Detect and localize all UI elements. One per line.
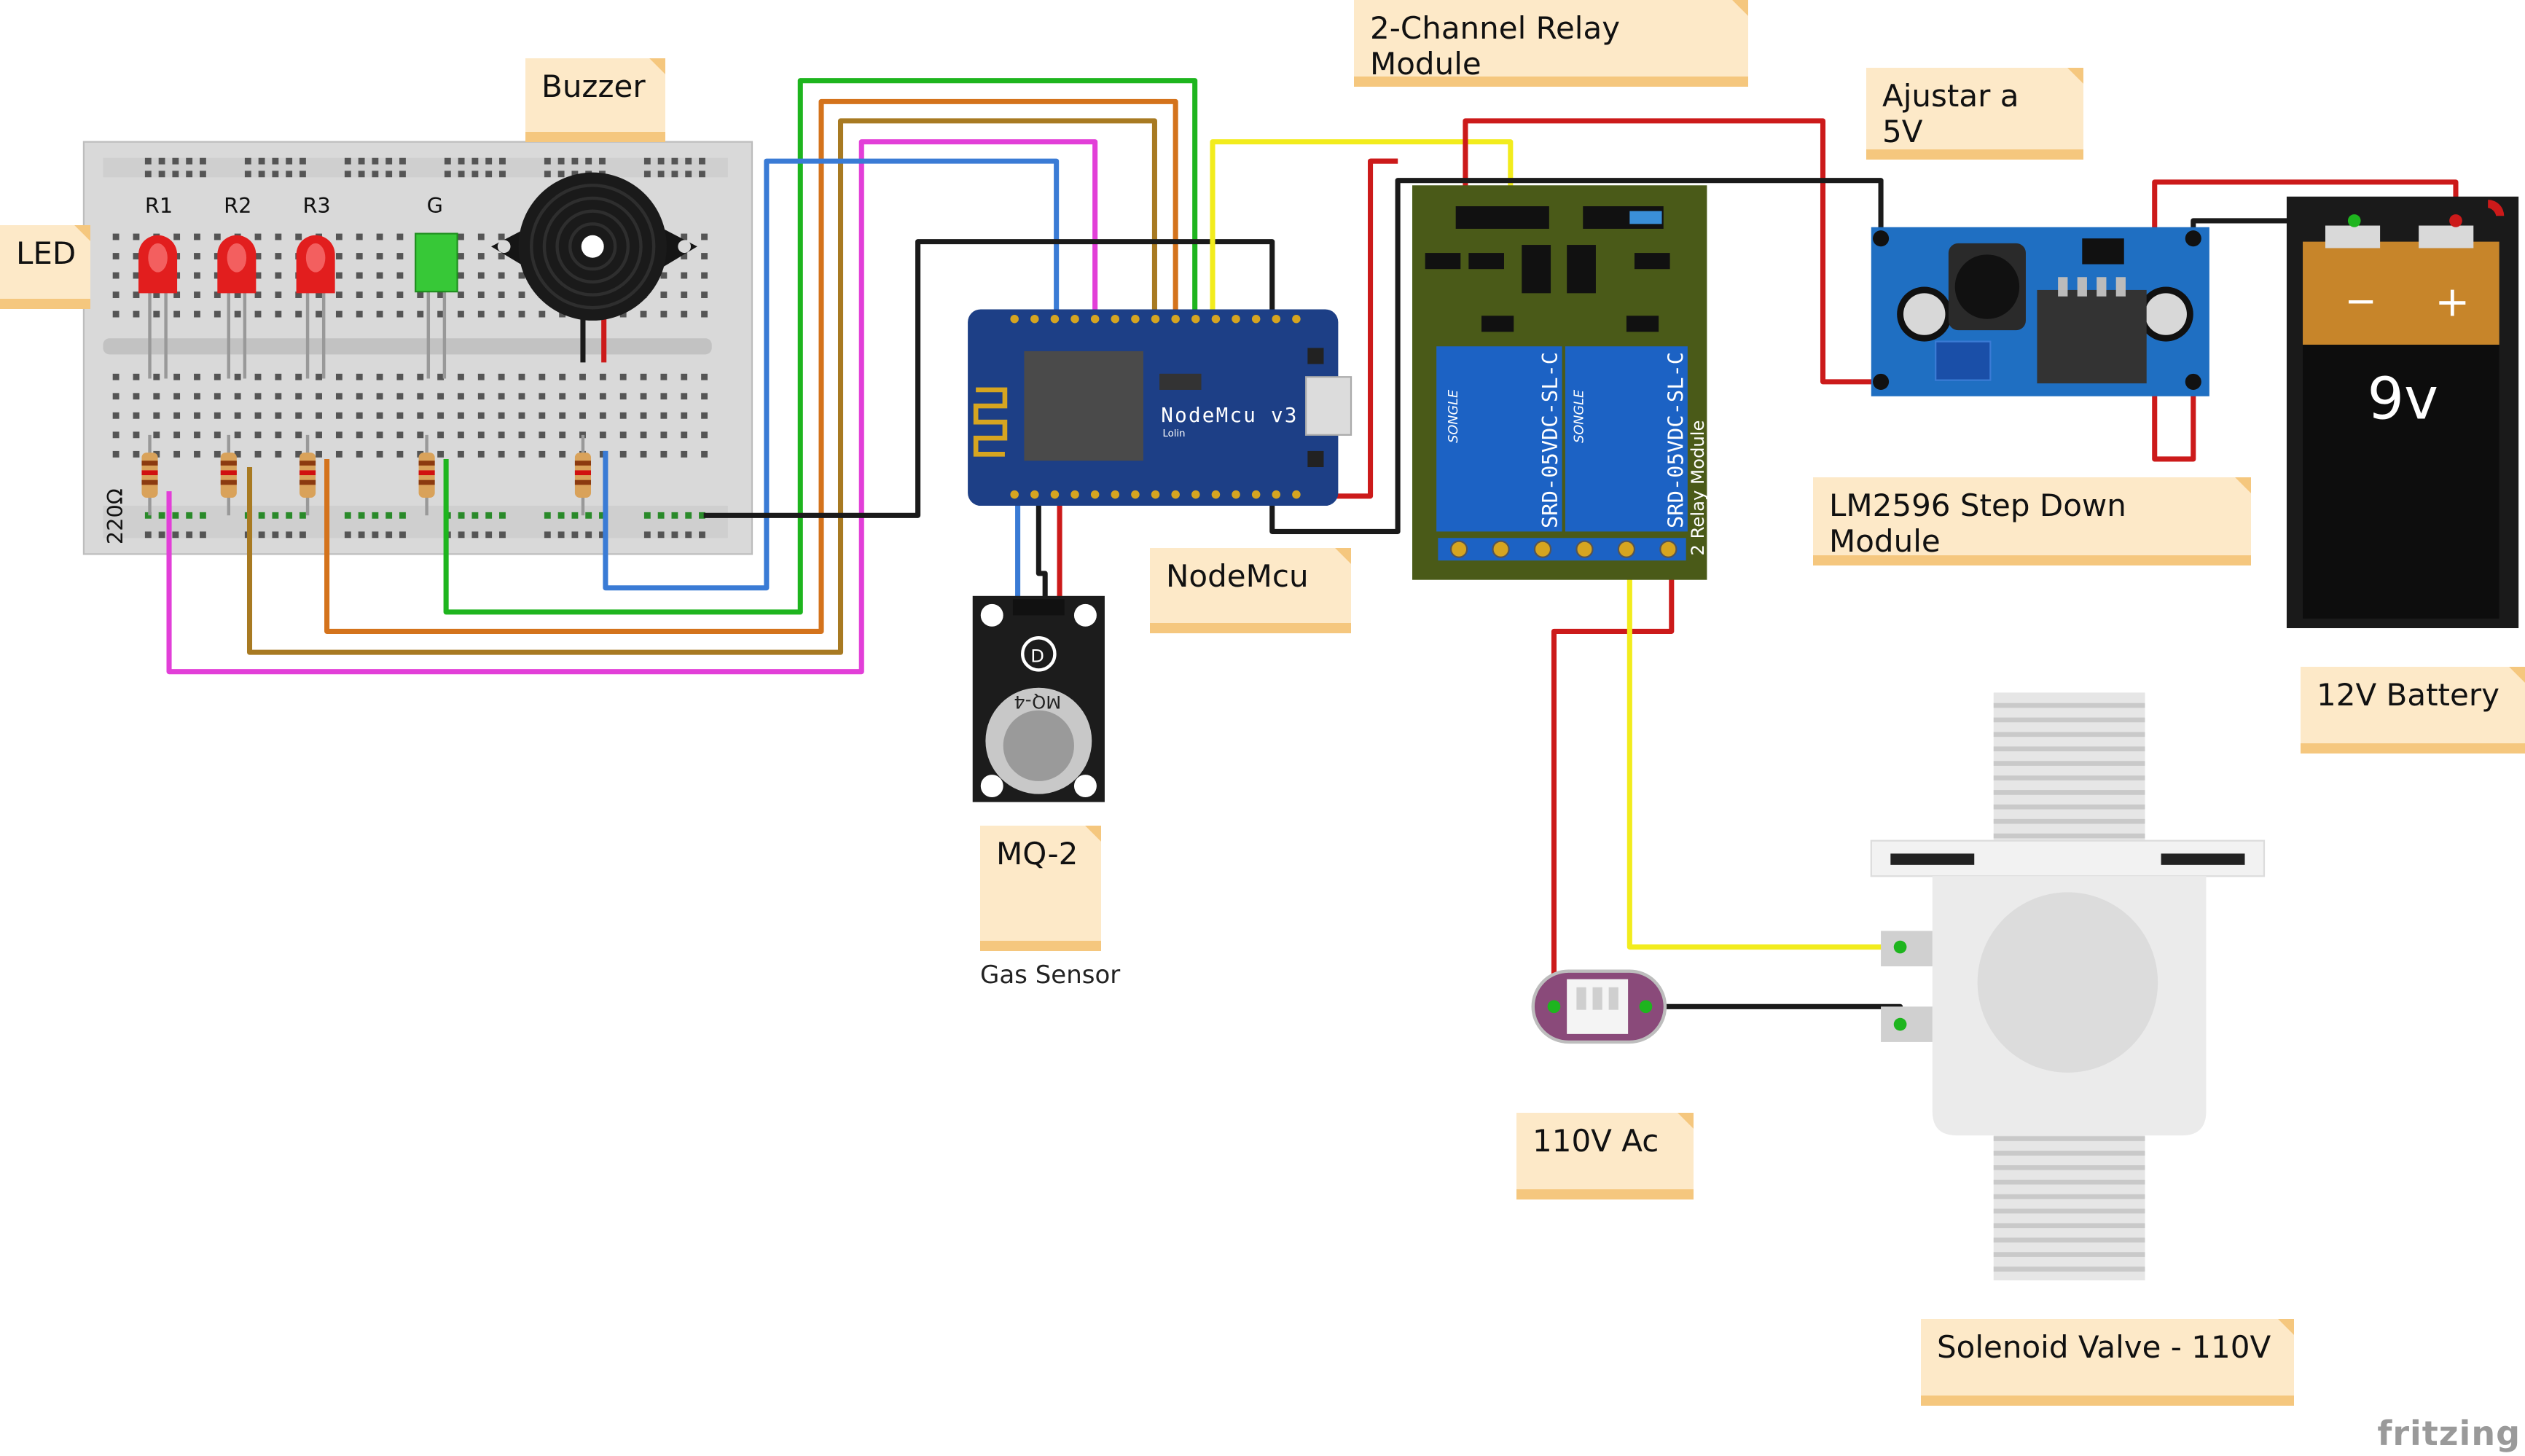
label-gas-sensor: Gas Sensor xyxy=(980,960,1121,990)
label-solenoid-valve: Solenoid Valve - 110V xyxy=(1921,1319,2294,1406)
resistor-5 xyxy=(574,434,592,516)
stepdown-board xyxy=(1871,227,2209,396)
relay-1-brand: SONGLE xyxy=(1447,389,1461,443)
wire-black-valve xyxy=(1645,1003,1903,1028)
led-r2 xyxy=(217,235,257,379)
label-nodemcu: NodeMcu xyxy=(1150,548,1351,633)
resistors xyxy=(141,434,592,516)
svg-text:D: D xyxy=(1030,645,1044,666)
mq-sensor-board: D MQ-4 xyxy=(972,595,1105,802)
battery-plus: + xyxy=(2435,277,2470,326)
led-g xyxy=(415,232,458,379)
buzzer xyxy=(490,172,697,321)
wire-red-relay xyxy=(1463,118,1882,385)
wire-olive xyxy=(246,118,1157,655)
label-ajustar: Ajustar a 5V xyxy=(1866,68,2083,160)
wire-black-gnd xyxy=(703,239,1275,518)
relay-terminals xyxy=(1449,540,1678,558)
led-group: R1 R2 R3 G 220Ω xyxy=(103,193,592,544)
wire-black-mq2 xyxy=(1036,496,1048,609)
wire-red-ac xyxy=(1551,552,1675,1007)
wire-magenta xyxy=(166,139,1098,675)
label-buzzer: Buzzer xyxy=(525,58,665,142)
nodemcu-pins xyxy=(1010,314,1301,499)
led-label-r2: R2 xyxy=(224,193,251,218)
relay-1-text: SRD-05VDC-SL-C xyxy=(1538,352,1562,528)
wire-orange xyxy=(324,98,1178,634)
label-110v-ac: 110V Ac xyxy=(1516,1113,1694,1199)
battery-voltage-label: 9v xyxy=(2367,365,2438,433)
resistor-2 xyxy=(220,434,237,516)
battery-9v: − + 9v xyxy=(2286,196,2519,628)
solenoid-valve xyxy=(1870,692,2266,1280)
nodemcu-subtitle: Lolin xyxy=(1162,428,1185,439)
ac-connector xyxy=(1531,969,1667,1044)
battery-minus: − xyxy=(2345,278,2377,324)
relay-2-brand: SONGLE xyxy=(1572,389,1586,443)
fritzing-logo: fritzing xyxy=(2377,1414,2521,1453)
nodemcu-title: NodeMcu v3 xyxy=(1161,403,1298,427)
wire-black-relay xyxy=(1269,178,1884,534)
led-label-r1: R1 xyxy=(145,193,173,218)
relay-board: SRD-05VDC-SL-C SRD-05VDC-SL-C SONGLE SON… xyxy=(1412,185,1708,580)
label-step-down: LM2596 Step Down Module xyxy=(1813,477,2251,565)
wire-yellow-valve xyxy=(1626,552,1900,950)
antenna-trace xyxy=(973,387,1008,457)
label-led: LED xyxy=(0,225,90,309)
resistor-value-label: 220Ω xyxy=(103,488,128,544)
led-label-r3: R3 xyxy=(302,193,330,218)
label-relay-module: 2-Channel Relay Module xyxy=(1354,0,1748,87)
resistor-1 xyxy=(141,434,158,516)
nodemcu-board: NodeMcu v3 Lolin xyxy=(968,309,1352,506)
led-label-g: G xyxy=(427,193,443,218)
led-r3 xyxy=(296,235,335,379)
label-12v-battery: 12V Battery xyxy=(2301,667,2525,754)
label-mq2: MQ-2 xyxy=(980,826,1101,951)
resistor-4 xyxy=(418,434,435,516)
led-r1 xyxy=(138,235,178,379)
mq-model-label: MQ-4 xyxy=(1014,692,1061,713)
wire-blue xyxy=(603,158,1060,591)
relay-side-text: 2 Relay Module xyxy=(1687,420,1708,556)
resistor-3 xyxy=(300,434,316,516)
wire-green xyxy=(443,78,1198,615)
relay-2-text: SRD-05VDC-SL-C xyxy=(1663,352,1688,528)
